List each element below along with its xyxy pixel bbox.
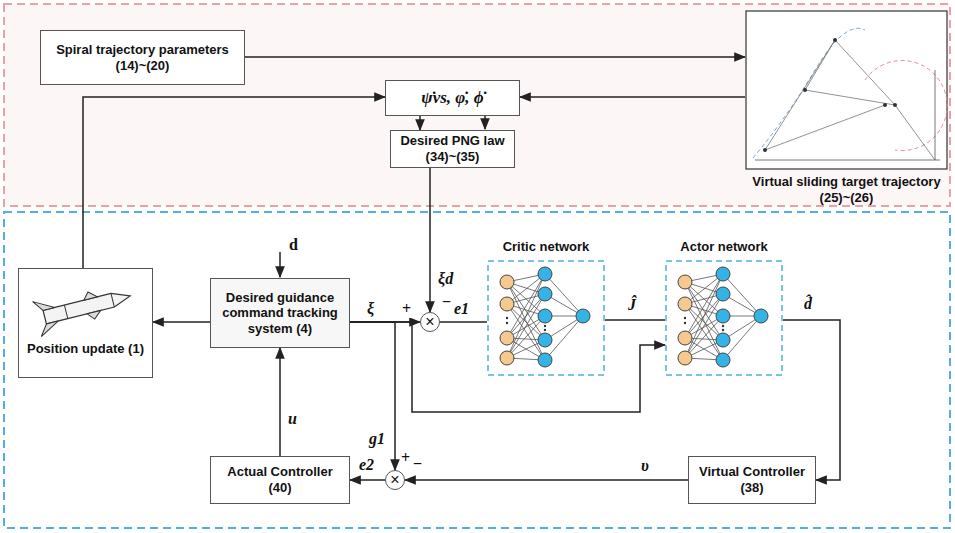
plus-sign: + <box>400 449 411 467</box>
guidance-law-box: Desired PNG law (34)~(35) <box>390 130 515 168</box>
minus-sign: − <box>441 293 452 311</box>
network-drawing <box>487 260 605 376</box>
lower-region <box>4 212 950 528</box>
node-label: Spiral trajectory parameters (14)~(20) <box>46 42 239 73</box>
signal-connector <box>279 348 281 456</box>
virtual-controller-box: Virtual Controller (38) <box>688 456 816 504</box>
node-label: Actual Controller (40) <box>216 464 344 495</box>
minus-sign: − <box>412 455 423 473</box>
signal-symbol: g1 <box>368 430 386 448</box>
actual-controller-box: Actual Controller (40) <box>210 456 350 504</box>
node-label: ψ̇vs, φ̇, ϕ̇ <box>421 88 483 108</box>
signal-symbol: u <box>287 410 298 428</box>
signal-connector <box>419 116 421 130</box>
missile-icon <box>33 278 135 336</box>
disturbance-symbol: d <box>288 236 299 254</box>
node-label: Desired guidance command tracking system… <box>216 290 344 337</box>
signal-connector <box>605 319 665 321</box>
node-label: Virtual Controller (38) <box>694 464 810 495</box>
actor-network: Actor network <box>665 238 783 378</box>
trajectory-figure: Virtual sliding target trajectory (25)~(… <box>745 10 948 205</box>
disturbance-arrow <box>279 252 281 277</box>
network-links <box>684 274 761 360</box>
network-neurons <box>678 267 768 367</box>
network-links <box>506 274 583 360</box>
network-frame <box>666 261 782 375</box>
tracking-system-box: Desired guidance command tracking system… <box>210 278 350 348</box>
signal-connector <box>245 56 745 58</box>
figure-frame <box>746 11 947 169</box>
upper-region <box>4 4 950 206</box>
node-label: Desired PNG law (34)~(35) <box>396 133 509 164</box>
signal-connector <box>429 168 431 312</box>
signal-symbol: d̂ <box>803 295 813 313</box>
parameter-box: Spiral trajectory parameters (14)~(20) <box>40 30 245 85</box>
signal-symbol: Ĵ <box>627 296 637 314</box>
signal-connector <box>405 479 688 481</box>
summing-junction: × <box>420 312 440 332</box>
summing-junction: × <box>385 470 405 490</box>
signal-symbol: ξd <box>437 270 454 288</box>
signal-connector <box>153 321 210 323</box>
signal-symbol: υ <box>640 457 650 475</box>
network-neurons <box>500 267 590 367</box>
trajectory-drawing <box>745 10 948 170</box>
missile-drawing <box>20 269 151 341</box>
node-label: × <box>425 314 434 330</box>
plus-sign: + <box>401 300 412 318</box>
critic-network: Critic network <box>487 238 605 378</box>
signal-symbol: e2 <box>358 456 375 474</box>
node-label: Actor network <box>680 238 767 260</box>
network-frame <box>488 261 604 375</box>
signal-symbol: e1 <box>453 300 470 318</box>
signal-connector <box>350 322 395 470</box>
signal-symbol: ξ <box>366 300 375 318</box>
node-label: × <box>390 472 399 488</box>
trajectory-sketch <box>753 28 947 160</box>
png-input-arrow <box>484 116 486 129</box>
node-label: Position update (1) <box>23 341 148 357</box>
node-label: Virtual sliding target trajectory (25)~(… <box>752 174 942 205</box>
signal-connector <box>520 96 745 98</box>
network-drawing <box>665 260 783 376</box>
position-update-box: Position update (1) <box>18 268 153 378</box>
signal-connector <box>440 321 487 323</box>
rate-box: ψ̇vs, φ̇, ϕ̇ <box>385 80 520 116</box>
signal-connector <box>350 479 385 481</box>
signal-connector <box>83 97 385 268</box>
node-label: Critic network <box>503 238 590 260</box>
